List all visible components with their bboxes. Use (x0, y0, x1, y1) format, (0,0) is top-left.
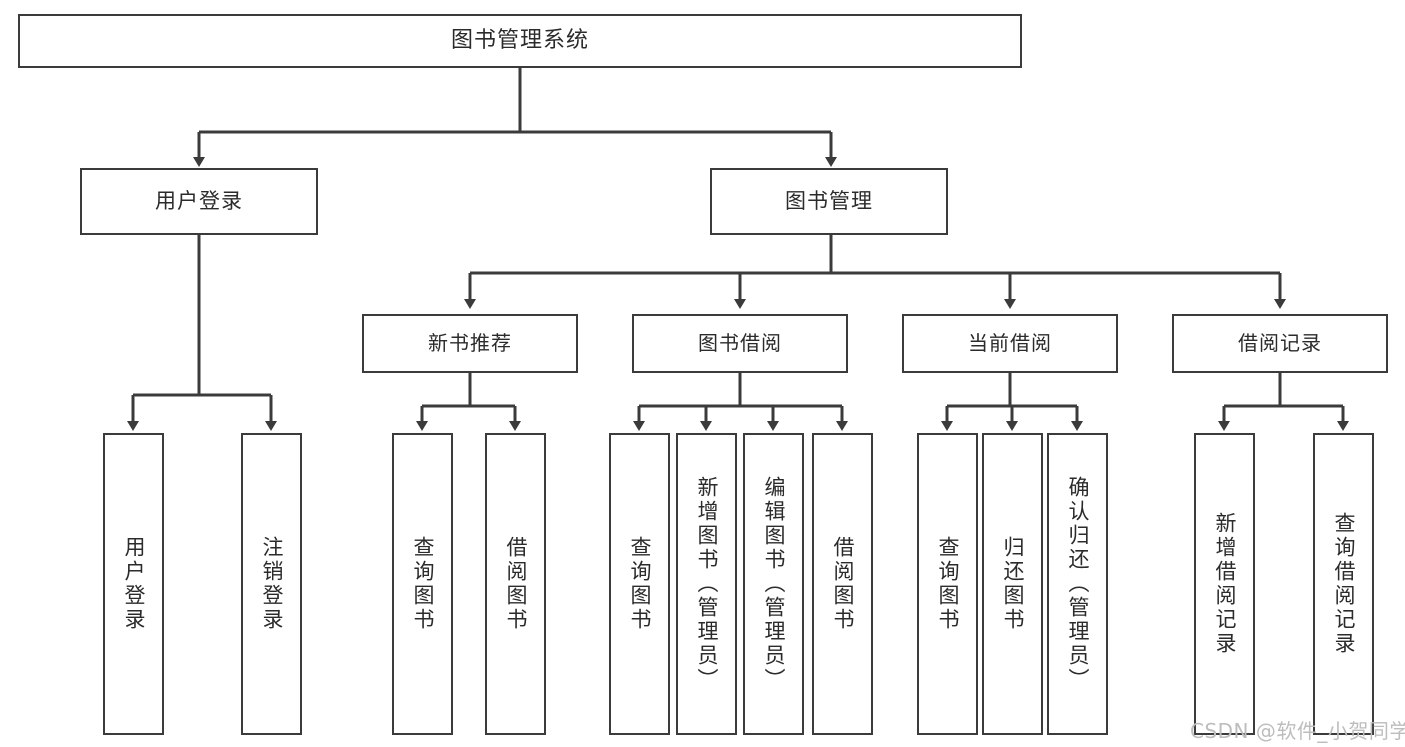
node-label: 注销登录 (260, 536, 284, 632)
node-book-borrow[interactable]: 图书借阅 (632, 314, 848, 373)
node-current-borrow[interactable]: 当前借阅 (902, 314, 1118, 373)
node-label: 当前借阅 (968, 331, 1052, 356)
node-new-book-recommend[interactable]: 新书推荐 (362, 314, 578, 373)
leaf-current-borrow-query-book[interactable]: 查询图书 (917, 433, 978, 735)
node-label: 用户登录 (155, 188, 243, 213)
node-label: 归还图书 (1001, 536, 1025, 632)
node-user-login[interactable]: 用户登录 (80, 168, 318, 235)
leaf-book-borrow-borrow-book[interactable]: 借阅图书 (812, 433, 873, 735)
node-label: 图书借阅 (698, 331, 782, 356)
leaf-user-login-login[interactable]: 用户登录 (103, 433, 164, 735)
node-label: 新书推荐 (428, 331, 512, 356)
node-label: 查询借阅记录 (1332, 512, 1356, 656)
node-label: 新增借阅记录 (1213, 512, 1237, 656)
leaf-borrow-record-add-record[interactable]: 新增借阅记录 (1194, 433, 1255, 735)
leaf-user-login-logout[interactable]: 注销登录 (241, 433, 302, 735)
node-label: 查询图书 (411, 536, 435, 632)
leaf-book-borrow-query-book[interactable]: 查询图书 (609, 433, 670, 735)
leaf-book-borrow-edit-book-admin[interactable]: 编辑图书（管理员） (743, 433, 804, 735)
node-label: 查询图书 (936, 536, 960, 632)
node-label: 图书管理系统 (450, 27, 589, 53)
leaf-borrow-record-query-record[interactable]: 查询借阅记录 (1313, 433, 1374, 735)
leaf-new-book-query-book[interactable]: 查询图书 (392, 433, 453, 735)
leaf-current-borrow-return-book[interactable]: 归还图书 (982, 433, 1043, 735)
leaf-current-borrow-confirm-return-admin[interactable]: 确认归还（管理员） (1047, 433, 1108, 735)
node-book-management[interactable]: 图书管理 (710, 168, 948, 235)
node-label: 借阅记录 (1238, 331, 1322, 356)
node-label: 借阅图书 (831, 536, 855, 632)
node-borrow-record[interactable]: 借阅记录 (1172, 314, 1388, 373)
node-label: 编辑图书（管理员） (762, 476, 786, 692)
node-label: 新增图书（管理员） (695, 476, 719, 692)
watermark-csdn: CSDN @软件_小贺同学 (1190, 719, 1405, 743)
node-label: 图书管理 (785, 188, 873, 213)
node-root-book-management-system[interactable]: 图书管理系统 (18, 14, 1022, 68)
node-label: 确认归还（管理员） (1066, 476, 1090, 692)
node-label: 借阅图书 (504, 536, 528, 632)
node-label: 查询图书 (628, 536, 652, 632)
leaf-book-borrow-add-book-admin[interactable]: 新增图书（管理员） (676, 433, 737, 735)
leaf-new-book-borrow-book[interactable]: 借阅图书 (485, 433, 546, 735)
node-label: 用户登录 (122, 536, 146, 632)
